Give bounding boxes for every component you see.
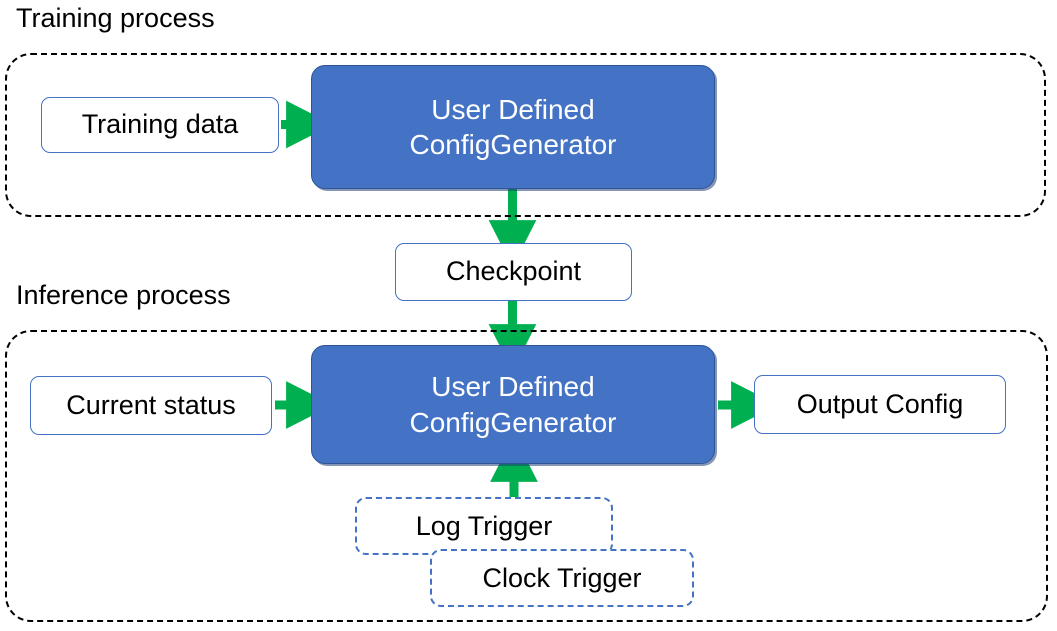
training-data-label: Training data	[81, 109, 239, 140]
clock-trigger-label: Clock Trigger	[482, 562, 642, 593]
checkpoint-label: Checkpoint	[445, 256, 582, 287]
training-generator-line1: User Defined	[431, 93, 595, 125]
output-config-node[interactable]: Output Config	[754, 375, 1006, 434]
clock-trigger-node[interactable]: Clock Trigger	[430, 549, 694, 607]
training-generator-line2: ConfigGenerator	[409, 129, 617, 160]
training-data-node[interactable]: Training data	[41, 97, 279, 153]
output-config-label: Output Config	[796, 388, 964, 419]
inference-process-title: Inference process	[16, 280, 231, 310]
training-process-container	[5, 53, 1046, 217]
training-process-title: Training process	[16, 3, 215, 33]
inference-config-generator-node[interactable]: User Defined ConfigGenerator	[311, 345, 715, 464]
inference-generator-line2: ConfigGenerator	[409, 406, 617, 438]
inference-generator-line1: User Defined	[431, 371, 595, 403]
current-status-label: Current status	[66, 389, 236, 420]
log-trigger-label: Log Trigger	[415, 510, 553, 541]
inference-process-container	[5, 330, 1048, 622]
checkpoint-node[interactable]: Checkpoint	[395, 243, 632, 301]
current-status-node[interactable]: Current status	[30, 376, 272, 435]
training-config-generator-node[interactable]: User Defined ConfigGenerator	[311, 65, 715, 189]
log-trigger-node[interactable]: Log Trigger	[355, 497, 613, 555]
